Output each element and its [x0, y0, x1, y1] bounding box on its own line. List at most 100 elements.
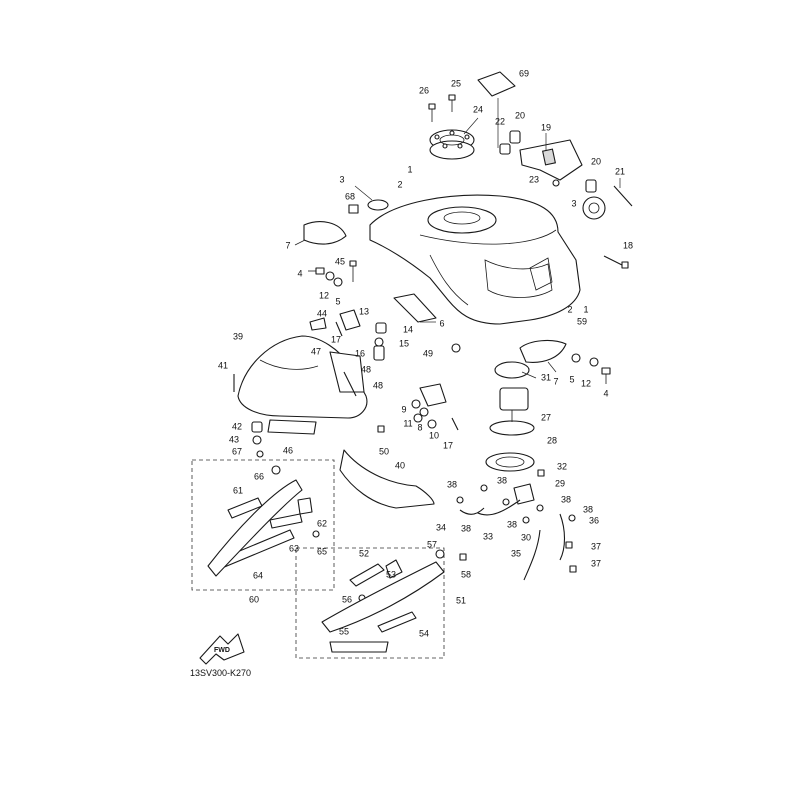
callout-17: 17 [331, 334, 341, 344]
callout-6: 6 [439, 318, 444, 328]
part-68-grommet [348, 204, 359, 214]
part-62-pad [297, 497, 313, 515]
callout-3: 3 [571, 198, 576, 208]
callout-3: 3 [339, 174, 344, 184]
part-16-damper [373, 345, 385, 361]
callout-64: 64 [253, 570, 263, 580]
callout-38: 38 [583, 504, 593, 514]
part-30-clip [522, 516, 530, 524]
part-5-collar-left [333, 277, 343, 287]
callout-43: 43 [229, 434, 239, 444]
callout-51: 51 [456, 595, 466, 605]
part-17-bolt-left [335, 321, 343, 337]
part-28-gasket [485, 452, 535, 472]
part-58-bolt [459, 553, 467, 561]
callout-31: 31 [541, 372, 551, 382]
part-50-bolt [377, 425, 385, 433]
part-42-collar [251, 421, 263, 433]
callout-54: 54 [419, 628, 429, 638]
part-24-fuel-cap [429, 117, 479, 160]
callout-61: 61 [233, 485, 243, 495]
part-45-bolt [349, 260, 357, 282]
callout-18: 18 [623, 240, 633, 250]
callout-38: 38 [447, 479, 457, 489]
group-60-left-side-cover [191, 459, 335, 591]
callout-66: 66 [254, 471, 264, 481]
part-4-bolt-right [601, 367, 611, 384]
part-12-washer-right [589, 357, 599, 367]
part-5-collar-right [571, 353, 581, 363]
callout-13: 13 [359, 306, 369, 316]
callout-41: 41 [218, 360, 228, 370]
part-13-bracket [339, 309, 361, 331]
part-53-clip [385, 559, 403, 579]
callout-48: 48 [361, 364, 371, 374]
callout-20: 20 [591, 156, 601, 166]
callout-7: 7 [285, 240, 290, 250]
callout-19: 19 [541, 122, 551, 132]
callout-12: 12 [319, 290, 329, 300]
callout-26: 26 [419, 85, 429, 95]
part-7-side-cover-left [294, 221, 347, 246]
callout-32: 32 [557, 461, 567, 471]
callout-40: 40 [395, 460, 405, 470]
part-8-nut [419, 407, 429, 417]
callout-53: 53 [386, 569, 396, 579]
side-cover-panel-right [321, 561, 445, 633]
part-14-nut [375, 322, 387, 334]
callout-59: 59 [577, 316, 587, 326]
part-20-damper-upper [509, 130, 521, 144]
part-48-strips [343, 371, 357, 397]
part-3-cap-left [354, 185, 389, 211]
callout-47: 47 [311, 346, 321, 356]
callout-55: 55 [339, 626, 349, 636]
callout-24: 24 [473, 104, 483, 114]
part-23-screw [552, 179, 560, 187]
callout-36: 36 [589, 515, 599, 525]
part-21-pin [613, 178, 633, 207]
callout-4: 4 [603, 388, 608, 398]
callout-45: 45 [335, 256, 345, 266]
callout-16: 16 [355, 348, 365, 358]
callout-14: 14 [403, 324, 413, 334]
part-63-strip [269, 513, 303, 529]
callout-28: 28 [547, 435, 557, 445]
drawing-code: 13SV300-K270 [190, 668, 251, 678]
callout-35: 35 [511, 548, 521, 558]
callout-39: 39 [233, 331, 243, 341]
callout-56: 56 [342, 594, 352, 604]
part-65-screw [312, 530, 320, 538]
part-46-strip [267, 419, 317, 435]
part-67-clip [256, 450, 264, 458]
part-34-fuel-hose [459, 507, 485, 515]
callout-4: 4 [297, 268, 302, 278]
callout-63: 63 [289, 543, 299, 553]
callout-25: 25 [451, 78, 461, 88]
part-12-washer-left [325, 271, 335, 281]
callout-60: 60 [249, 594, 259, 604]
callout-20: 20 [515, 110, 525, 120]
part-4-bolt-left [308, 267, 325, 275]
forward-arrow-icon: FWD [199, 633, 245, 665]
callout-57: 57 [427, 539, 437, 549]
part-15-collar [374, 337, 384, 347]
callout-68: 68 [345, 191, 355, 201]
callout-58: 58 [461, 569, 471, 579]
callout-65: 65 [317, 546, 327, 556]
callout-38: 38 [507, 519, 517, 529]
part-11-collar [413, 413, 423, 423]
part-1-fuel-tank [369, 194, 581, 325]
callout-38: 38 [461, 523, 471, 533]
callout-30: 30 [521, 532, 531, 542]
part-55-strip [329, 641, 389, 653]
callout-2: 2 [397, 179, 402, 189]
part-36-breather-hose [559, 513, 566, 561]
part-43-grommet [252, 435, 262, 445]
part-52-strip [349, 563, 385, 587]
part-66-grommet [271, 465, 281, 475]
part-54-strip [377, 611, 417, 633]
callout-52: 52 [359, 548, 369, 558]
callout-9: 9 [401, 404, 406, 414]
part-33-fuel-hose [475, 499, 521, 516]
part-37-bolt-upper [565, 541, 573, 549]
